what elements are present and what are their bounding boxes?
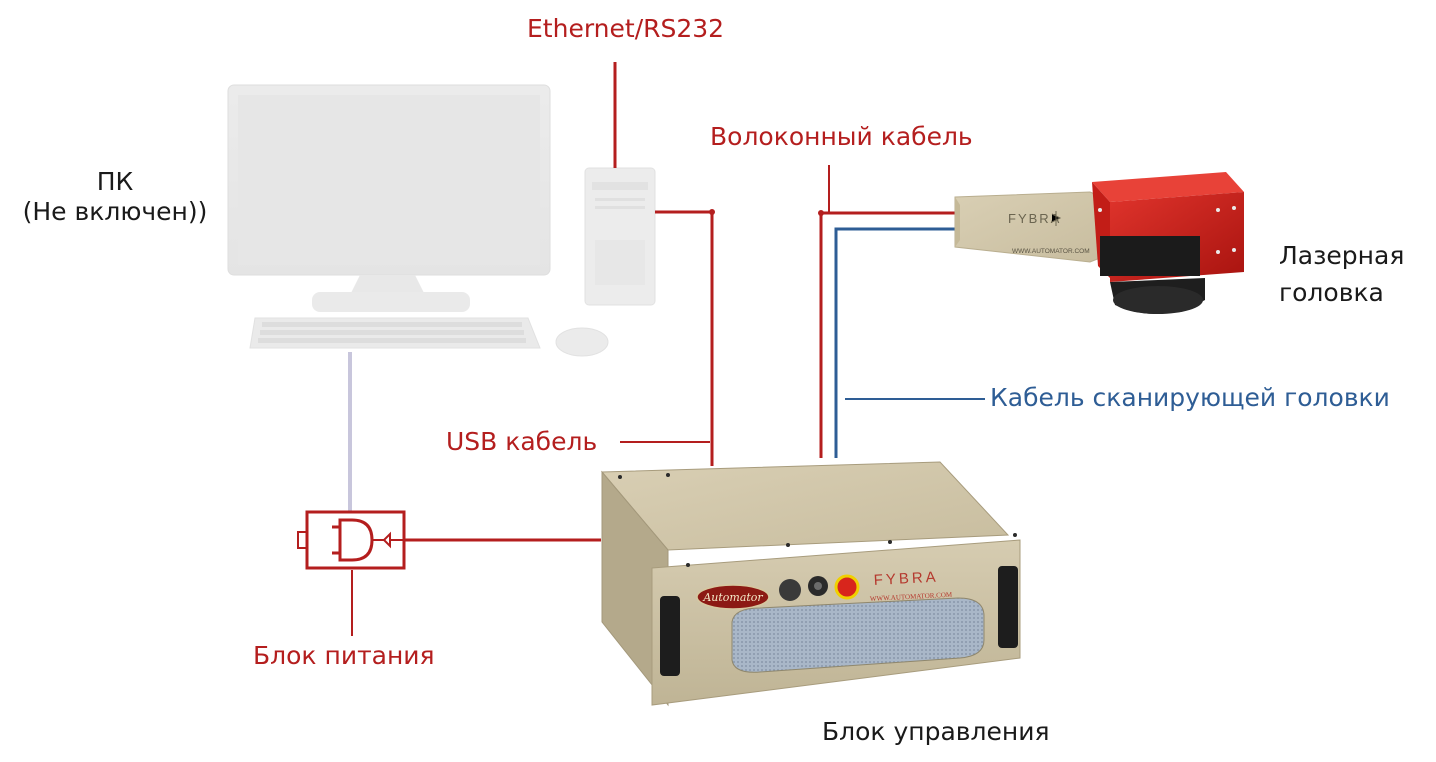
vent-mesh [731,597,985,673]
automator-badge [696,584,770,610]
emergency-stop [834,574,860,600]
scanner-cable [834,227,958,458]
laser-head-label: Лазерная головка [1279,237,1404,311]
control-unit: Automator FYBRA WWW.AUTOMATOR.COM [600,461,1021,707]
monitor-stand [350,275,425,295]
laser-head-label-line1: Лазерная [1279,241,1405,270]
power-plug-icon [297,510,406,570]
right-handle [998,566,1018,648]
usb-cable [655,210,714,466]
panel-logo: FYBRA [873,569,939,589]
fiber-cable [819,211,958,458]
pc-illustration [227,84,656,357]
mouse [555,327,609,357]
monitor-base [312,292,470,312]
left-handle [660,596,680,676]
badge-text: Automator [702,591,763,604]
ethernet-label: Ethernet/RS232 [527,14,725,43]
usb-cable-label: USB кабель [446,427,598,456]
key-switch [779,579,801,601]
power-unit-label: Блок питания [253,641,435,670]
pc-label-line1: ПК [96,167,134,196]
control-unit-label: Блок управления [822,717,1050,746]
monitor-screen [238,95,540,265]
scanner-cable-label: Кабель сканирующей головки [990,383,1390,412]
laser-head: FYBRA WWW.AUTOMATOR.COM [954,172,1244,314]
laser-url: WWW.AUTOMATOR.COM [1012,248,1090,255]
pc-label-line2: (Не включен)) [22,197,208,226]
pc-label: ПК (Не включен)) [10,167,220,227]
laser-logo: FYBRA [1008,211,1061,226]
fiber-cable-label: Волоконный кабель [710,122,973,151]
laser-head-label-line2: головка [1279,278,1384,307]
cables [348,62,985,636]
